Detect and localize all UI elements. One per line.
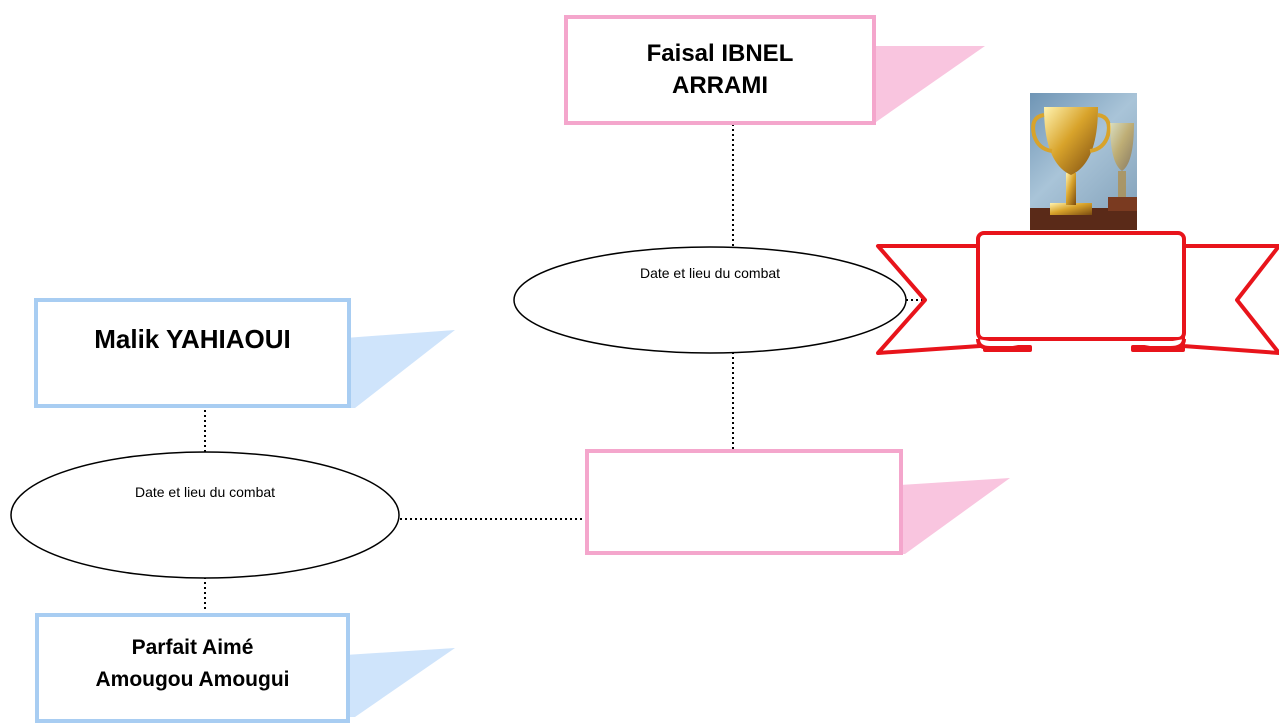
final-combat-oval [513,246,907,354]
trophy-icon [1030,93,1137,230]
bottom-fighter-name: Parfait Aimé Amougou Amougui [95,636,290,691]
fighter-box-bottom: Parfait Aimé Amougou Amougui [35,613,350,723]
final-box-shadow [565,478,1010,554]
semi-oval-label: Date et lieu du combat [134,484,276,500]
trophy-graphic [1030,107,1137,230]
fighter-box-top-card: Faisal IBNEL ARRAMI [564,15,876,125]
fighter-box-semi: Malik YAHIAOUI [34,298,351,408]
bottom-box-shadow [60,648,455,717]
top-box-shadow [876,46,985,122]
fighter-box-final [585,449,903,555]
top-fighter-name: Faisal IBNEL ARRAMI [646,40,794,99]
final-oval-label: Date et lieu du combat [639,265,781,281]
semi-combat-oval [10,451,400,579]
champion-ribbon [876,231,1279,355]
semi-fighter-name: Malik YAHIAOUI [94,324,291,354]
